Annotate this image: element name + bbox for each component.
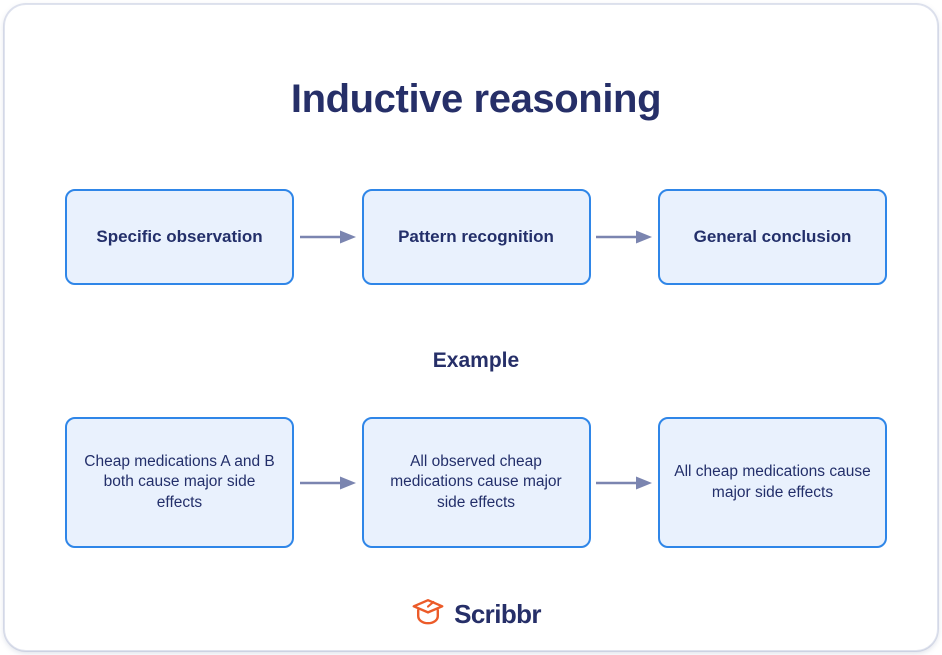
- flow-node-label: Pattern recognition: [398, 226, 554, 246]
- inductive-flow-row: Specific observation Pattern recognition…: [65, 189, 887, 285]
- arrow-right-icon: [294, 227, 361, 247]
- diagram-card: Inductive reasoning Specific observation…: [4, 4, 938, 651]
- example-node-conclusion: All cheap medications cause major side e…: [658, 417, 887, 548]
- brand-name: Scribbr: [454, 599, 541, 629]
- example-node-label: All observed cheap medications cause maj…: [390, 452, 562, 511]
- flow-node-pattern-recognition: Pattern recognition: [361, 189, 591, 285]
- arrow-right-icon: [294, 473, 361, 493]
- flow-node-label: General conclusion: [693, 226, 852, 246]
- page-title: Inductive reasoning: [290, 77, 662, 121]
- example-node-pattern: All observed cheap medications cause maj…: [361, 417, 591, 548]
- example-node-observation: Cheap medications A and B both cause maj…: [65, 417, 294, 548]
- example-node-label: All cheap medications cause major side e…: [674, 463, 871, 501]
- flow-node-label: Specific observation: [96, 226, 263, 246]
- arrow-right-icon: [591, 227, 658, 247]
- graduation-cap-icon: [411, 597, 445, 632]
- example-node-label: Cheap medications A and B both cause maj…: [84, 452, 275, 511]
- flow-node-general-conclusion: General conclusion: [658, 189, 887, 285]
- example-flow-row: Cheap medications A and B both cause maj…: [65, 417, 887, 548]
- flow-node-specific-observation: Specific observation: [65, 189, 294, 285]
- example-heading: Example: [432, 349, 520, 372]
- brand-logo: Scribbr: [5, 597, 937, 632]
- arrow-right-icon: [591, 473, 658, 493]
